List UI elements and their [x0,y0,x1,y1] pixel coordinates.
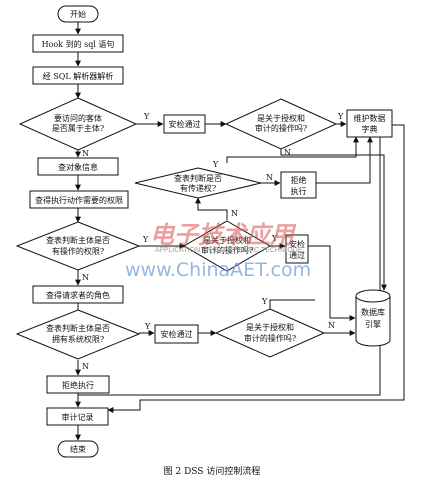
no-label: N [266,173,273,182]
decision-sys-line1: 查表判断主体是否 [46,323,110,333]
node-check-obj-label: 查对象信息 [58,162,98,172]
node-audit: 审计记录 [46,407,109,426]
node-sec2: 安检 通过 [285,234,309,264]
decision-op-line1: 查表判断主体是否 [46,235,110,245]
node-start: 开始 [57,5,99,23]
decision-sys: 查表判断主体是否 拥有系统权限? [15,309,141,360]
node-end: 结束 [57,440,99,458]
node-sec3-label: 安检通过 [161,329,193,339]
node-sec2-line2: 通过 [289,250,305,260]
node-maintain-line2: 字典 [362,124,378,134]
yes-label: Y [142,235,149,244]
watermark-url: www.ChinaAET.com [125,259,311,281]
decision-auth2-line2: 审计的操作吗? [201,245,253,255]
decision-auth3-line1: 是关于授权和 [246,322,294,332]
decision-op: 查表判断主体是否 有操作的权限? [15,221,141,271]
node-parse: 经 SQL 解析器解析 [32,66,124,85]
node-reject2-line1: 拒绝 [291,175,307,185]
node-start-label: 开始 [70,9,86,19]
node-get-role: 查得请求者的角色 [32,285,124,304]
decision-subject: 要访问的客体 是否属于主体? [18,97,138,151]
node-sec2-line1: 安检 [289,239,305,249]
decision-sys-line2: 拥有系统权限? [52,334,104,344]
node-hook-label: Hook 到的 sql 语句 [42,39,115,49]
node-db-line2: 引擎 [365,319,381,329]
node-reject: 拒绝执行 [46,375,110,394]
node-sec1-label: 安检通过 [169,119,201,129]
node-db-line1: 数据库 [361,307,385,317]
edge-labels: Y Y N N Y N Y Y N N Y Y N N [82,112,344,371]
decision-pass-line1: 查表判断是否 [174,173,222,183]
node-audit-label: 审计记录 [62,412,94,422]
node-reject2-line2: 执行 [291,186,307,196]
no-label: N [82,149,89,158]
decision-auth3: 是关于授权和 审计的操作吗? [214,308,326,358]
decision-auth1-line1: 是关于授权和 [257,113,305,123]
node-hook: Hook 到的 sql 语句 [32,34,124,53]
watermark: 电子技术应用 APPLICATION OF ELECTRONIC TECHNIQ… [125,221,311,281]
node-db-cylinder: 数据库 引擎 [355,289,391,347]
node-sec3: 安检通过 [154,324,199,344]
no-label: N [328,321,335,330]
decision-pass: 查表判断是否 有传递权? [134,167,262,199]
node-parse-label: 经 SQL 解析器解析 [43,71,113,81]
connectors [75,22,405,441]
node-get-perm: 查得执行动作需要的权限 [29,190,129,209]
node-maintain: 维护数据 字典 [346,109,393,138]
node-reject-label: 拒绝执行 [62,380,94,390]
decision-auth3-line2: 审计的操作吗? [244,333,296,343]
node-end-label: 结束 [70,444,86,454]
node-reject2: 拒绝 执行 [280,171,317,199]
node-get-role-label: 查得请求者的角色 [46,290,110,300]
decision-auth1-line2: 审计的操作吗? [255,123,307,133]
no-label: N [284,148,291,157]
decision-op-line2: 有操作的权限? [52,246,104,256]
node-sec1: 安检通过 [163,114,206,134]
watermark-en: APPLICATION OF ELECTRONIC TECHNIQUE [155,246,302,254]
decision-auth2-line1: 是关于授权和 [203,235,251,245]
yes-label: Y [143,112,150,121]
yes-label: Y [212,160,219,169]
figure-caption: 图 2 DSS 访问控制流程 [164,465,261,477]
node-maintain-line1: 维护数据 [354,113,386,123]
watermark-cn: 电子技术应用 [150,221,297,249]
node-get-perm-label: 查得执行动作需要的权限 [35,195,123,205]
decision-subject-line2: 是否属于主体? [52,123,104,133]
decision-auth2: 是关于授权和 审计的操作吗? [183,220,271,272]
no-label: N [82,362,89,371]
decision-pass-line2: 有传递权? [180,183,216,193]
yes-label: Y [337,112,344,121]
yes-label: Y [271,234,278,243]
no-label: N [82,273,89,282]
decision-subject-line1: 要访问的客体 [54,113,102,123]
node-check-obj: 查对象信息 [37,157,119,176]
yes-label: Y [261,297,268,306]
no-label: N [231,209,238,218]
yes-label: Y [144,322,151,331]
decision-auth1: 是关于授权和 审计的操作吗? [224,98,338,150]
